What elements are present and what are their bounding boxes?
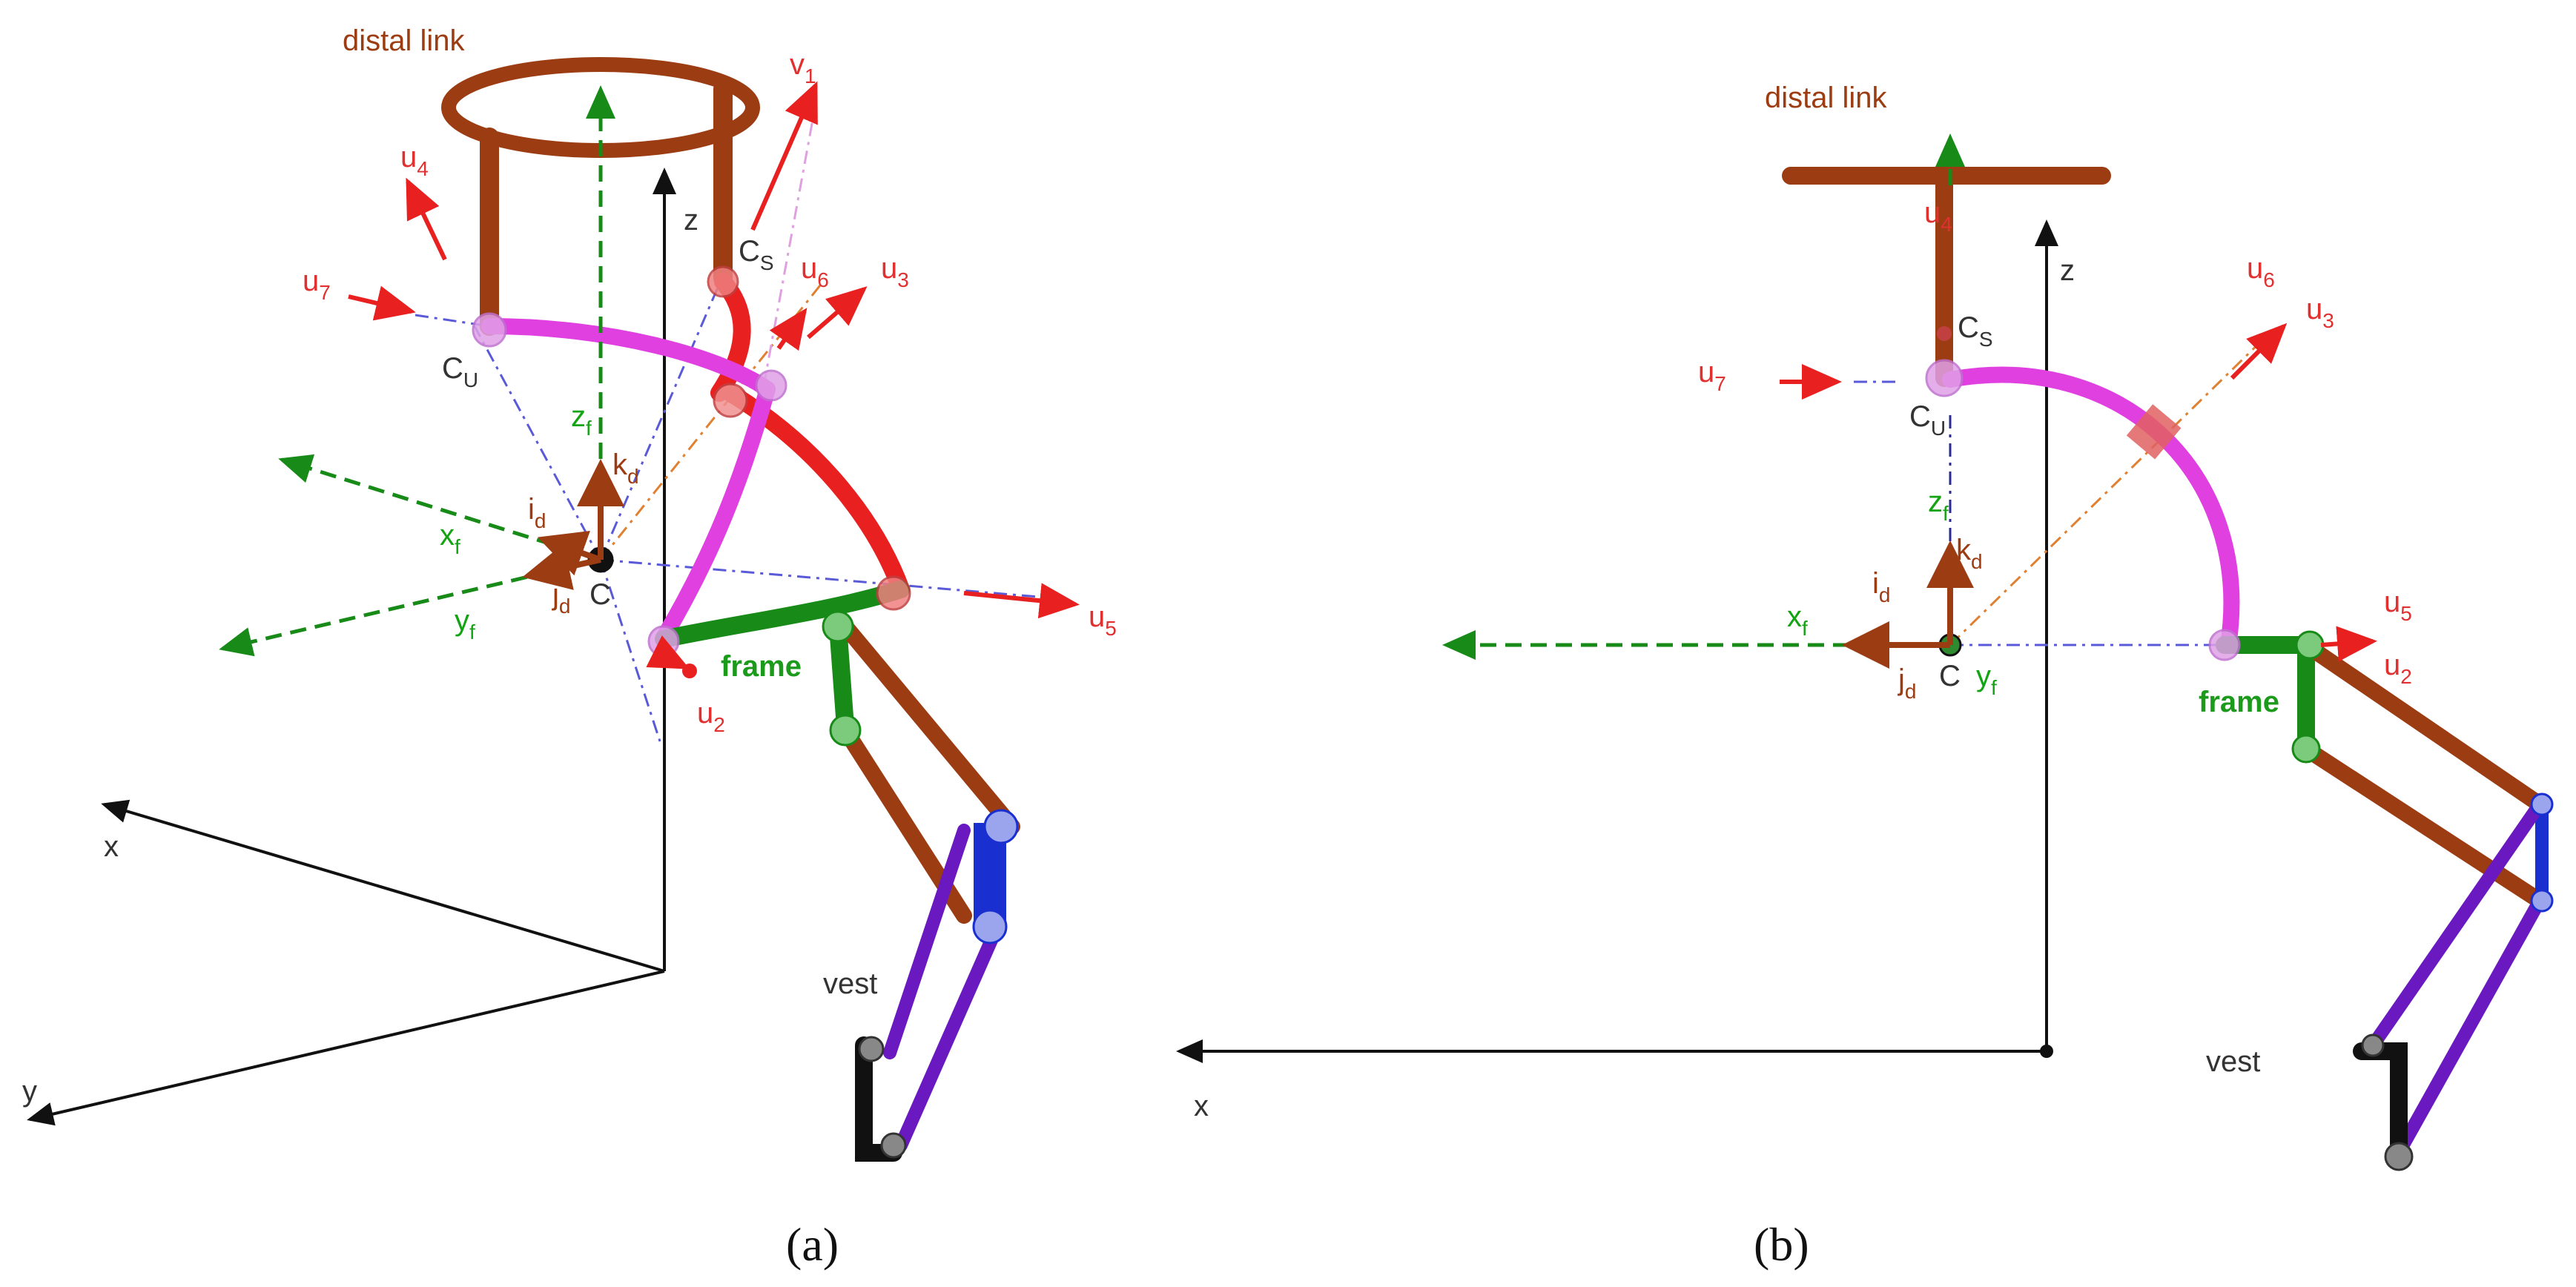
caption-b: (b) bbox=[1754, 1218, 1809, 1271]
z-axis-label: z bbox=[684, 204, 699, 236]
brown-parallelogram-b bbox=[2298, 637, 2548, 909]
unit-vectors-b bbox=[1780, 322, 2377, 662]
u6-label-b: u6 bbox=[2247, 252, 2275, 291]
cu-label-a: CU bbox=[442, 352, 478, 391]
caption-a: (a) bbox=[786, 1218, 839, 1271]
body-frame-b bbox=[1842, 540, 1974, 669]
x-axis-label-b: x bbox=[1194, 1090, 1209, 1122]
y-axis-label: y bbox=[22, 1075, 37, 1108]
panel-a-isometric-view: x y z distal link bbox=[22, 24, 1117, 1271]
xf-label-a: xf bbox=[440, 519, 460, 558]
y-axis bbox=[27, 970, 665, 1126]
u2-label-a: u2 bbox=[697, 697, 725, 736]
cs-label-b: CS bbox=[1958, 311, 1993, 351]
u7-label-b: u7 bbox=[1698, 356, 1726, 395]
u5-label-b: u5 bbox=[2384, 586, 2412, 625]
u6-label-a: u6 bbox=[801, 252, 829, 291]
global-axes-b bbox=[1176, 219, 2058, 1063]
zf-label-a: zf bbox=[571, 400, 592, 440]
x-axis-label: x bbox=[104, 830, 119, 863]
guide-lines-b bbox=[1854, 332, 2270, 646]
frame-label-a: frame bbox=[721, 650, 802, 683]
origin-b bbox=[2040, 1045, 2053, 1058]
u2-label-b: u2 bbox=[2384, 649, 2412, 688]
purple-parallelogram-a bbox=[883, 824, 1004, 1152]
jd-label-a: jd bbox=[552, 578, 570, 618]
u4-label-b: u4 bbox=[1924, 196, 1952, 236]
u2-point-a bbox=[682, 664, 697, 678]
yf-label-a: yf bbox=[455, 604, 475, 644]
unit-vectors-a bbox=[348, 81, 1080, 669]
body-frame-a bbox=[522, 459, 624, 590]
u7-label-a: u7 bbox=[303, 265, 331, 304]
distal-link-b bbox=[1782, 167, 2111, 387]
zf-label-b: zf bbox=[1928, 486, 1949, 525]
u5-label-a: u5 bbox=[1089, 601, 1117, 640]
c-label-b: C bbox=[1939, 660, 1961, 692]
frame-arc-a bbox=[655, 580, 910, 648]
frame-bracket-a bbox=[829, 618, 854, 735]
x-axis bbox=[101, 799, 665, 973]
distal-link-label-a: distal link bbox=[343, 24, 466, 57]
cs-label-a: CS bbox=[739, 235, 774, 274]
vest-b bbox=[2353, 1042, 2408, 1162]
kd-label-b: kd bbox=[1956, 534, 1983, 573]
v1-label-a: v1 bbox=[790, 48, 816, 87]
id-label-a: id bbox=[528, 493, 546, 532]
joints-a bbox=[472, 265, 1019, 1159]
kd-label-a: kd bbox=[612, 449, 639, 488]
frame-label-b: frame bbox=[2199, 686, 2279, 718]
distal-link-label-b: distal link bbox=[1765, 82, 1888, 114]
red-joint-b bbox=[2126, 404, 2182, 460]
vest-label-a: vest bbox=[823, 967, 877, 1000]
z-axis-label-b: z bbox=[2060, 254, 2075, 287]
u3-label-a: u3 bbox=[881, 252, 909, 291]
u3-label-b: u3 bbox=[2306, 293, 2334, 332]
c-label-a: C bbox=[589, 578, 611, 611]
jd-label-b: jd bbox=[1898, 664, 1916, 703]
u4-label-a: u4 bbox=[400, 141, 429, 180]
id-label-b: id bbox=[1872, 567, 1890, 606]
joints-b bbox=[1925, 326, 2554, 1171]
xf-label-b: xf bbox=[1787, 601, 1808, 640]
yf-label-b: yf bbox=[1976, 660, 1997, 699]
cu-label-b: CU bbox=[1909, 400, 1946, 440]
magenta-link-a bbox=[481, 318, 776, 646]
global-axes-a bbox=[27, 168, 676, 1126]
purple-parallelogram-b bbox=[2366, 798, 2546, 1159]
vest-label-b: vest bbox=[2206, 1045, 2260, 1078]
panel-b-front-view: z x distal link frame bbox=[1176, 82, 2554, 1271]
